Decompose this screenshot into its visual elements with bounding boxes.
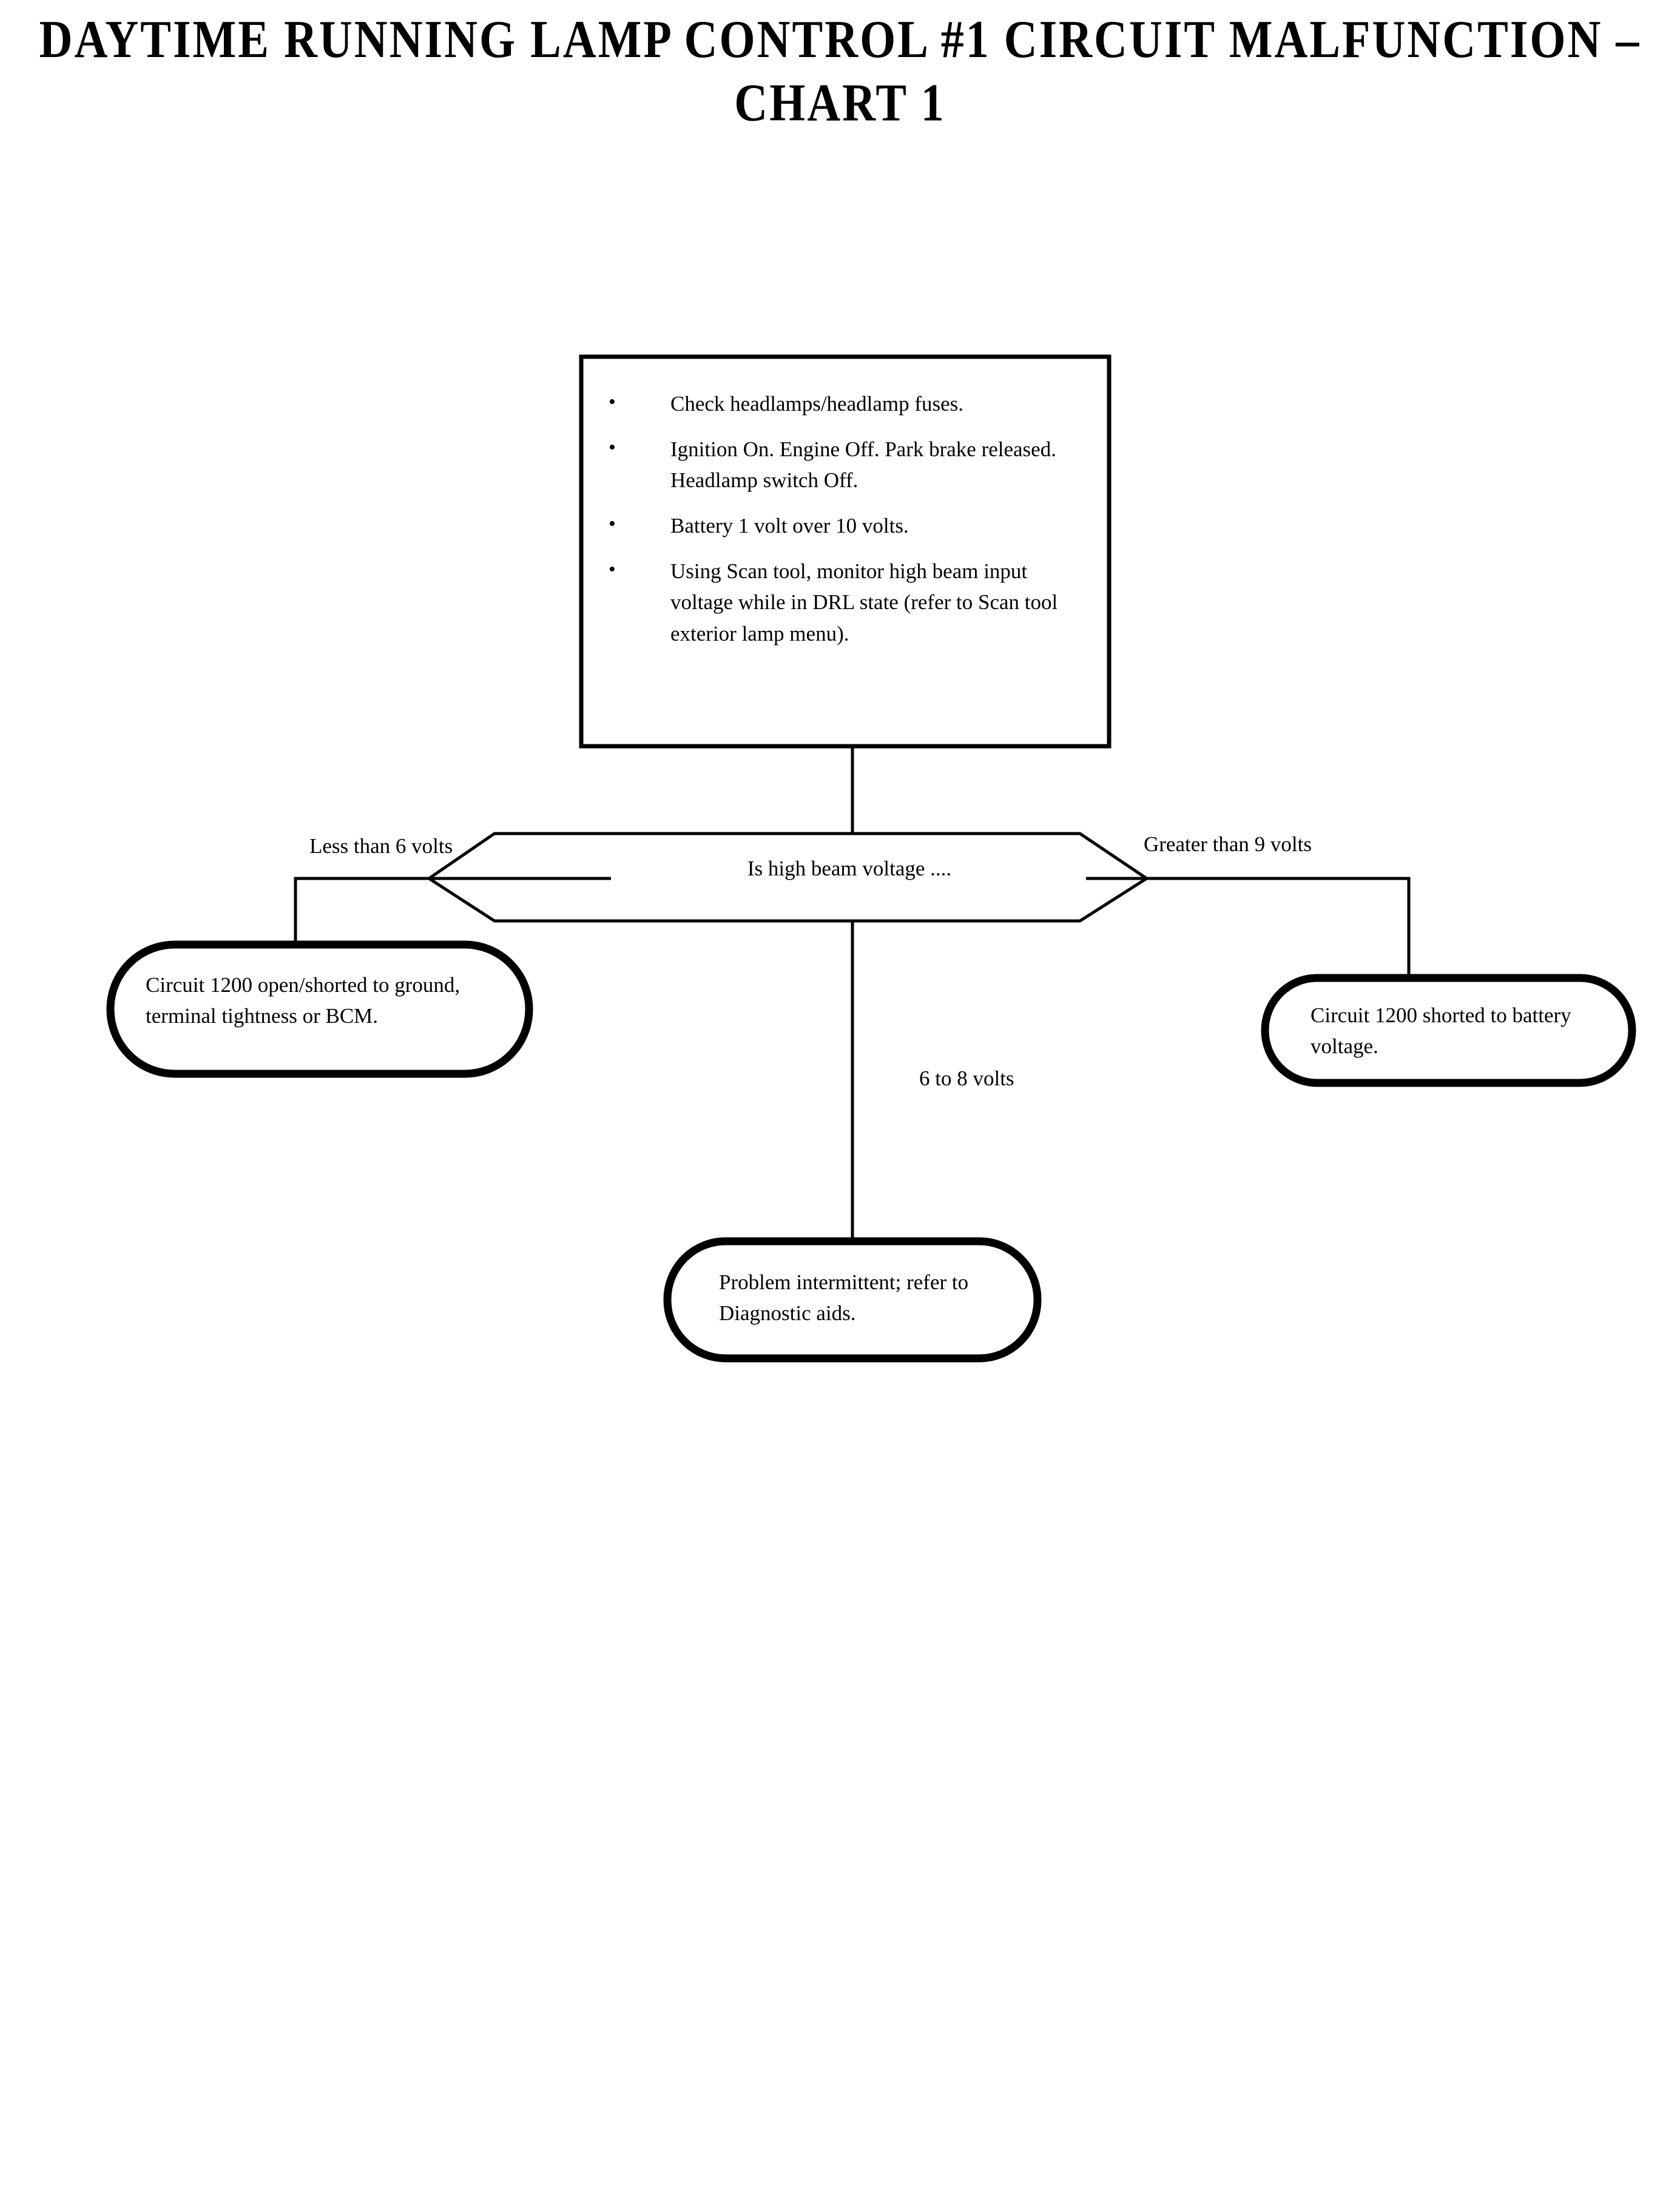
list-item-label: Check headlamps/headlamp fuses. xyxy=(670,392,964,416)
bullet-glyph: • xyxy=(609,558,616,581)
decision-node-label: Is high beam voltage .... xyxy=(747,857,952,880)
list-item-label: Battery 1 volt over 10 volts. xyxy=(670,514,909,538)
bullet-glyph: • xyxy=(609,436,616,459)
page-title: DAYTIME RUNNING LAMP CONTROL #1 CIRCUIT … xyxy=(39,10,1641,132)
terminal-right-label: Circuit 1200 shorted to battery voltage. xyxy=(1311,1003,1571,1059)
branch-label-greater-than-9-volts: Greater than 9 volts xyxy=(1144,832,1312,856)
instruction-bullet-list: • Check headlamps/headlamp fuses. • Igni… xyxy=(598,388,1077,649)
list-item-label: Ignition On. Engine Off. Park brake rele… xyxy=(670,437,1056,493)
branch-label-less-than-6-volts: Less than 6 volts xyxy=(309,834,453,858)
branch-label-6-to-8-volts: 6 to 8 volts xyxy=(919,1067,1014,1090)
bullet-glyph: • xyxy=(609,391,616,413)
bullet-glyph: • xyxy=(609,513,616,536)
list-item: • Check headlamps/headlamp fuses. xyxy=(598,388,1077,419)
list-item: • Battery 1 volt over 10 volts. xyxy=(598,510,1077,541)
list-item: • Using Scan tool, monitor high beam inp… xyxy=(598,556,1077,649)
instruction-box-content: • Check headlamps/headlamp fuses. • Igni… xyxy=(598,388,1077,649)
terminal-down-label: Problem intermittent; refer to Diagnosti… xyxy=(719,1270,969,1326)
list-item-label: Using Scan tool, monitor high beam input… xyxy=(670,559,1058,645)
list-item: • Ignition On. Engine Off. Park brake re… xyxy=(598,434,1077,496)
connector-decision-to-right-terminal xyxy=(1086,877,1411,980)
connector-decision-to-left-terminal xyxy=(294,877,611,946)
terminal-left-label: Circuit 1200 open/shorted to ground, ter… xyxy=(146,973,460,1028)
